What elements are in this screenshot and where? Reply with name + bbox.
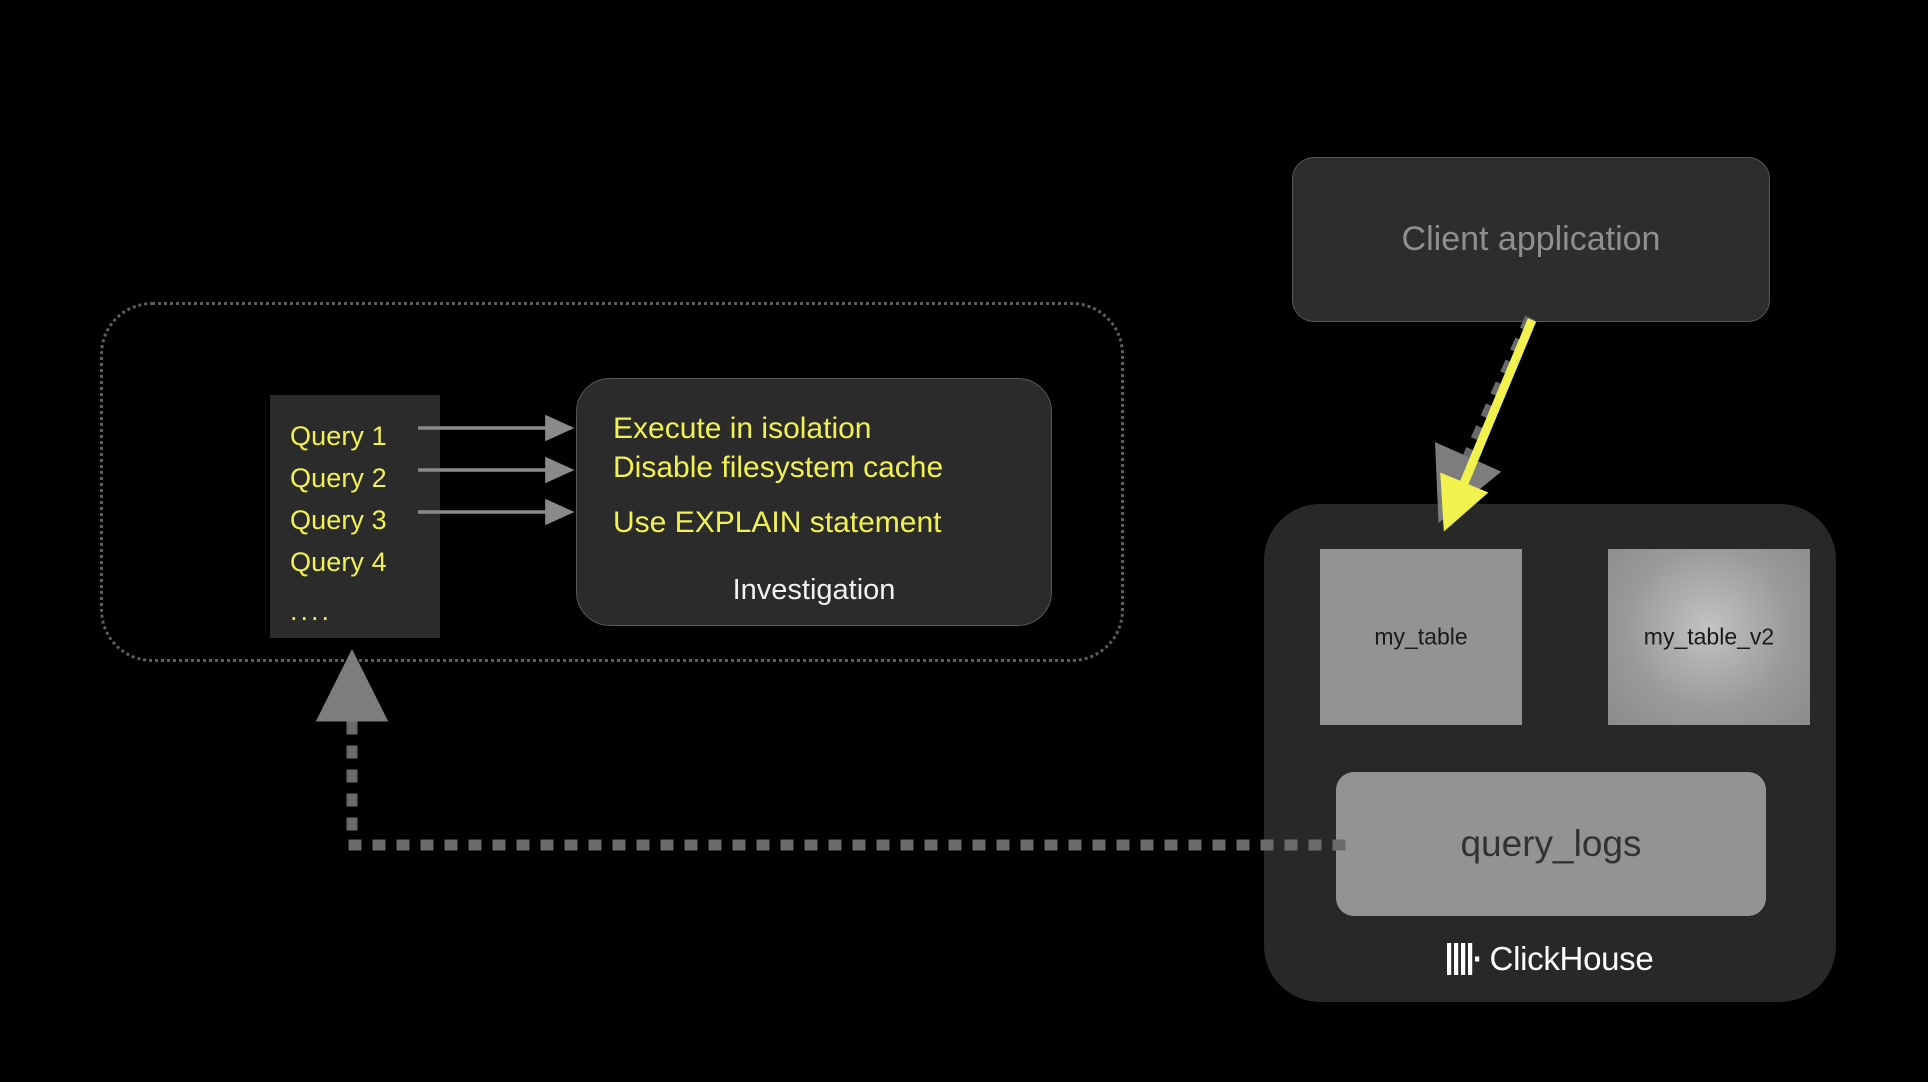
query-list-item[interactable]: Query 4 bbox=[290, 547, 387, 577]
connector-client-to-my-table-v2-line bbox=[1448, 321, 1531, 521]
table-label: my_table_v2 bbox=[1643, 623, 1775, 650]
investigation-tip: Execute in isolation bbox=[613, 412, 872, 445]
clickhouse-logo-mark bbox=[1446, 943, 1479, 975]
client-application-label: Client application bbox=[1401, 220, 1661, 258]
investigation-panel-caption: Investigation bbox=[732, 574, 896, 606]
query-list-item[interactable]: Query 2 bbox=[290, 463, 387, 493]
clickhouse-wordmark: ClickHouse bbox=[1489, 940, 1654, 977]
client-application-box: Client application bbox=[1292, 157, 1770, 322]
clickhouse-logo: ClickHouse bbox=[1264, 940, 1836, 978]
connector-client-v2-visible bbox=[1440, 318, 1537, 532]
table-label: my_table bbox=[1374, 623, 1468, 650]
connector-client-to-my-table-v2-main bbox=[1445, 321, 1532, 521]
investigation-tip: Disable filesystem cache bbox=[613, 451, 944, 484]
table-box-my-table[interactable]: my_table bbox=[1320, 549, 1522, 725]
connector-yellow-arrow bbox=[1451, 320, 1531, 524]
clickhouse-panel: my_table my_table_v2 query_logs ClickHou… bbox=[1264, 504, 1836, 1002]
query-logs-label: query_logs bbox=[1460, 823, 1642, 864]
connector-client-to-my-table bbox=[1435, 315, 1536, 524]
query-list-item[interactable]: Query 3 bbox=[290, 505, 387, 535]
table-box-query-logs[interactable]: query_logs bbox=[1336, 772, 1766, 916]
query-list-item[interactable]: Query 1 bbox=[290, 421, 387, 451]
connector-client-to-v2 bbox=[1452, 320, 1532, 522]
connector-client-to-my-table-v2 bbox=[1448, 320, 1531, 520]
connector-query-logs-to-query-list bbox=[315, 648, 1346, 851]
investigation-tip: Use EXPLAIN statement bbox=[613, 506, 942, 539]
investigation-panel: Execute in isolation Disable filesystem … bbox=[576, 378, 1052, 626]
query-list-box[interactable]: Query 1 Query 2 Query 3 Query 4 .... bbox=[270, 395, 440, 638]
connector-client-application-to-my-table-v2 bbox=[1443, 320, 1531, 525]
table-box-my-table-v2[interactable]: my_table_v2 bbox=[1608, 549, 1810, 725]
query-list-more-indicator: .... bbox=[290, 596, 333, 626]
connector-yellow bbox=[1444, 321, 1532, 522]
